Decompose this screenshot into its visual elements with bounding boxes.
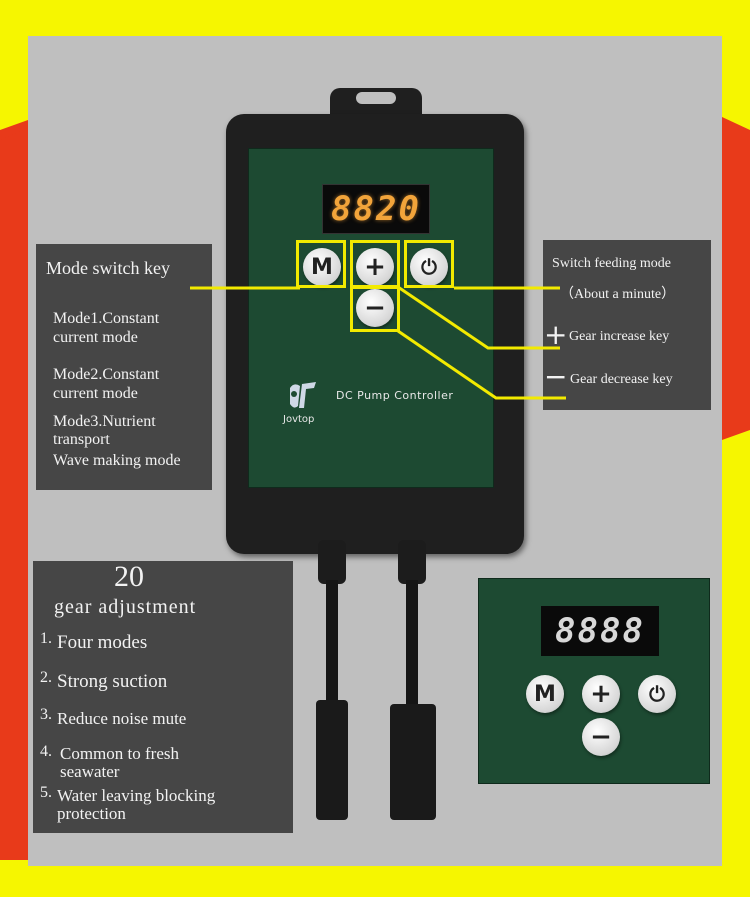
gear-increase-button[interactable]: + <box>356 248 394 286</box>
inset-display-value: 8888 <box>555 611 645 651</box>
mode-line-1: Mode1.Constant <box>53 310 160 327</box>
mode-line-4: current mode <box>53 385 138 402</box>
feature-1-text: Four modes <box>57 632 148 653</box>
minus-icon: − <box>364 293 386 323</box>
feature-4-text: Common to fresh <box>60 744 179 763</box>
mode-line-2: current mode <box>53 329 138 346</box>
display-value: 8820 <box>331 189 421 229</box>
feature-2-text: Strong suction <box>57 671 168 692</box>
feature-1-num: 1. <box>40 630 52 647</box>
mode-button-label: M <box>311 254 333 280</box>
cable-left <box>326 580 338 710</box>
red-band-left <box>0 128 28 860</box>
cable-strain-right <box>398 540 426 584</box>
feeding-duration-label: （About a minute） <box>560 287 676 302</box>
inset-minus-icon: − <box>590 722 612 752</box>
brand-text: DC Pump Controller <box>336 389 454 402</box>
cable-right <box>406 580 418 710</box>
inset-mode-label: M <box>534 681 556 707</box>
plus-button-highlight <box>350 240 400 288</box>
keys-callout-box <box>543 240 711 410</box>
minus-button-highlight <box>350 286 400 332</box>
feature-3-text: Reduce noise mute <box>57 709 187 728</box>
cable-strain-left <box>318 540 346 584</box>
gear-increase-label: Gear increase key <box>569 329 670 344</box>
feature-4-text2: seawater <box>60 762 120 781</box>
plus-icon: + <box>364 252 386 282</box>
gear-increase-symbol: + <box>544 318 568 351</box>
mode-switch-label: Mode switch key <box>46 258 170 278</box>
inset-plus-icon: + <box>590 679 612 709</box>
led-display: 8820 <box>322 184 430 234</box>
mode-line-3: Mode2.Constant <box>53 366 160 383</box>
mode-button[interactable]: M <box>303 248 341 286</box>
hanger-hole <box>356 92 396 104</box>
feature-4-num: 4. <box>40 743 52 760</box>
gear-number: 20 <box>114 560 144 593</box>
mode-line-6: transport <box>53 431 110 448</box>
power-icon: ⏻ <box>421 255 437 279</box>
inset-power-button[interactable]: ⏻ <box>638 675 676 713</box>
plug-right <box>390 704 436 820</box>
feature-5-num: 5. <box>40 784 52 801</box>
yellow-corner-right <box>722 430 750 897</box>
inset-led-display: 8888 <box>541 606 659 656</box>
brand-logo-icon <box>290 382 316 408</box>
feature-2-num: 2. <box>40 669 52 686</box>
brand-name: Jovtop <box>283 414 315 425</box>
feature-5-text2: protection <box>57 804 126 823</box>
feeding-mode-button[interactable]: ⏻ <box>410 248 448 286</box>
gear-decrease-button[interactable]: − <box>356 289 394 327</box>
gear-decrease-symbol: − <box>544 360 568 393</box>
mode-line-5: Mode3.Nutrient <box>53 413 156 430</box>
inset-mode-button[interactable]: M <box>526 675 564 713</box>
mode-line-7: Wave making mode <box>53 452 181 469</box>
power-button-highlight <box>404 240 454 288</box>
yellow-corner-top-left <box>0 0 160 130</box>
gear-decrease-label: Gear decrease key <box>570 372 673 387</box>
inset-plus-button[interactable]: + <box>582 675 620 713</box>
inset-power-icon: ⏻ <box>649 682 665 706</box>
inset-minus-button[interactable]: − <box>582 718 620 756</box>
mode-button-highlight <box>296 240 346 288</box>
gear-label: gear adjustment <box>54 596 197 618</box>
mode-callout-box <box>36 244 212 490</box>
feature-3-num: 3. <box>40 706 52 723</box>
feature-5-text: Water leaving blocking <box>57 786 216 805</box>
features-box <box>33 561 293 833</box>
plug-left <box>316 700 348 820</box>
feeding-mode-label: Switch feeding mode <box>552 256 671 271</box>
